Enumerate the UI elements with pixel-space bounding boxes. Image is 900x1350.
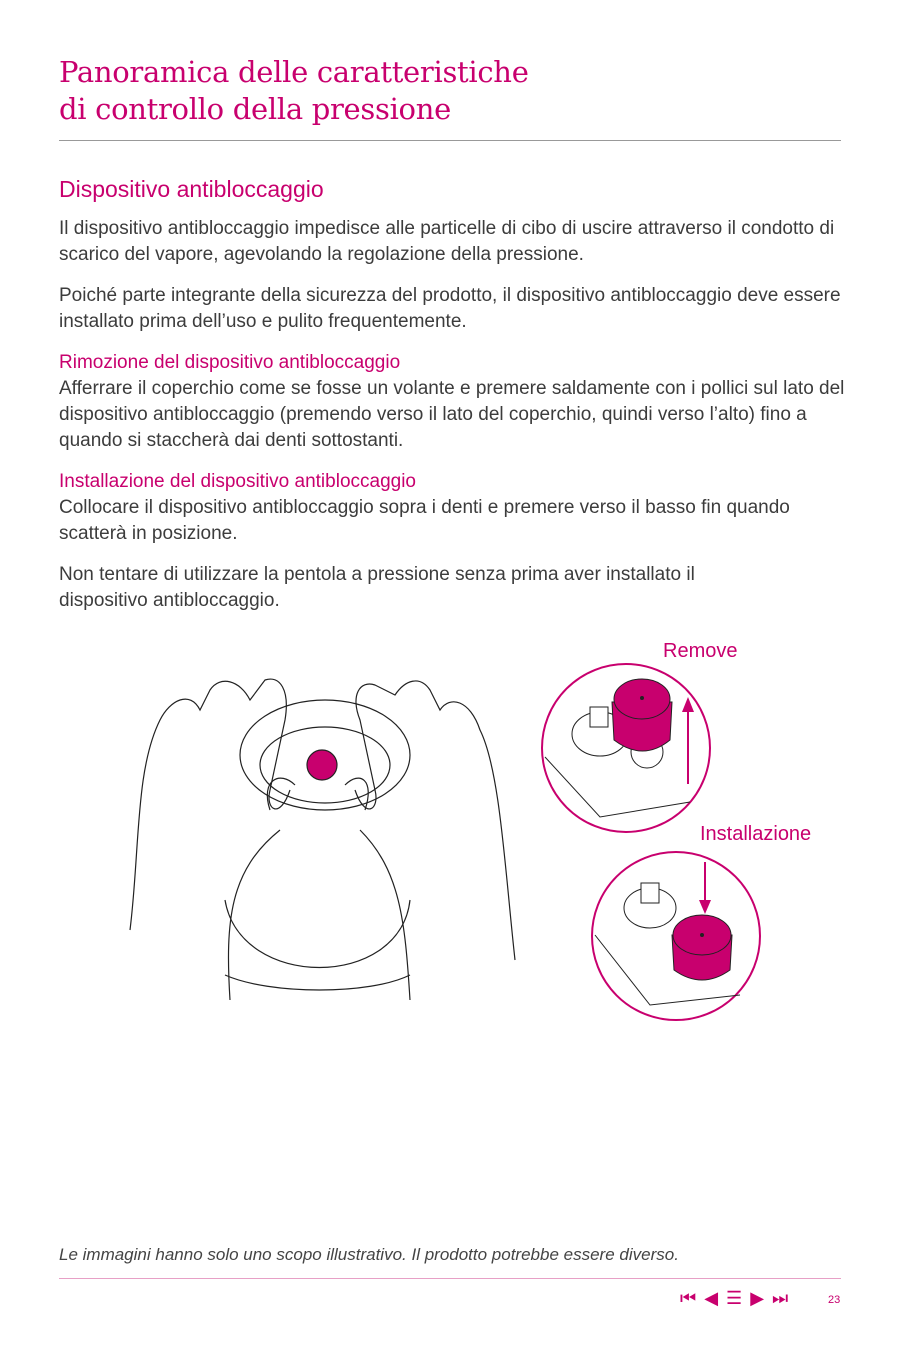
install-detail-illustration [591, 851, 761, 1021]
page-navigation: ⏮ ◀ ☰ ▶ ⏭ [680, 1289, 788, 1307]
paragraph-safety: Poiché parte integrante della sicurezza … [59, 285, 841, 332]
paragraph-intro: Il dispositivo antibloccaggio impedisce … [59, 218, 835, 265]
footer-divider [59, 1278, 841, 1279]
page-title: Panoramica delle caratteristiche di cont… [59, 54, 529, 128]
install-text: Collocare il dispositivo antibloccaggio … [59, 497, 790, 544]
hands-lid-illustration [129, 678, 516, 1001]
install-block: Installazione del dispositivo antiblocca… [59, 469, 799, 547]
page-number: 23 [828, 1294, 841, 1306]
remove-label: Remove [663, 640, 738, 662]
removal-heading: Rimozione del dispositivo antibloccaggio [59, 352, 401, 373]
section-heading: Dispositivo antibloccaggio [59, 176, 324, 202]
title-line-2: di controllo della pressione [59, 92, 451, 126]
install-label: Installazione [700, 823, 812, 845]
last-page-icon[interactable]: ⏭ [772, 1288, 789, 1308]
next-page-icon[interactable]: ▶ [750, 1288, 765, 1308]
paragraph-warning: Non tentare di utilizzare la pentola a p… [59, 564, 695, 611]
install-heading: Installazione del dispositivo antiblocca… [59, 471, 417, 492]
disclaimer: Le immagini hanno solo uno scopo illustr… [59, 1245, 679, 1264]
remove-detail-illustration [541, 663, 711, 833]
previous-page-icon[interactable]: ◀ [704, 1288, 719, 1308]
removal-text: Afferrare il coperchio come se fosse un … [59, 378, 845, 451]
menu-icon[interactable]: ☰ [726, 1288, 743, 1308]
removal-block: Rimozione del dispositivo antibloccaggio… [59, 350, 849, 454]
first-page-icon[interactable]: ⏮ [680, 1288, 697, 1308]
divider [59, 140, 841, 141]
title-line-1: Panoramica delle caratteristiche [59, 55, 529, 89]
